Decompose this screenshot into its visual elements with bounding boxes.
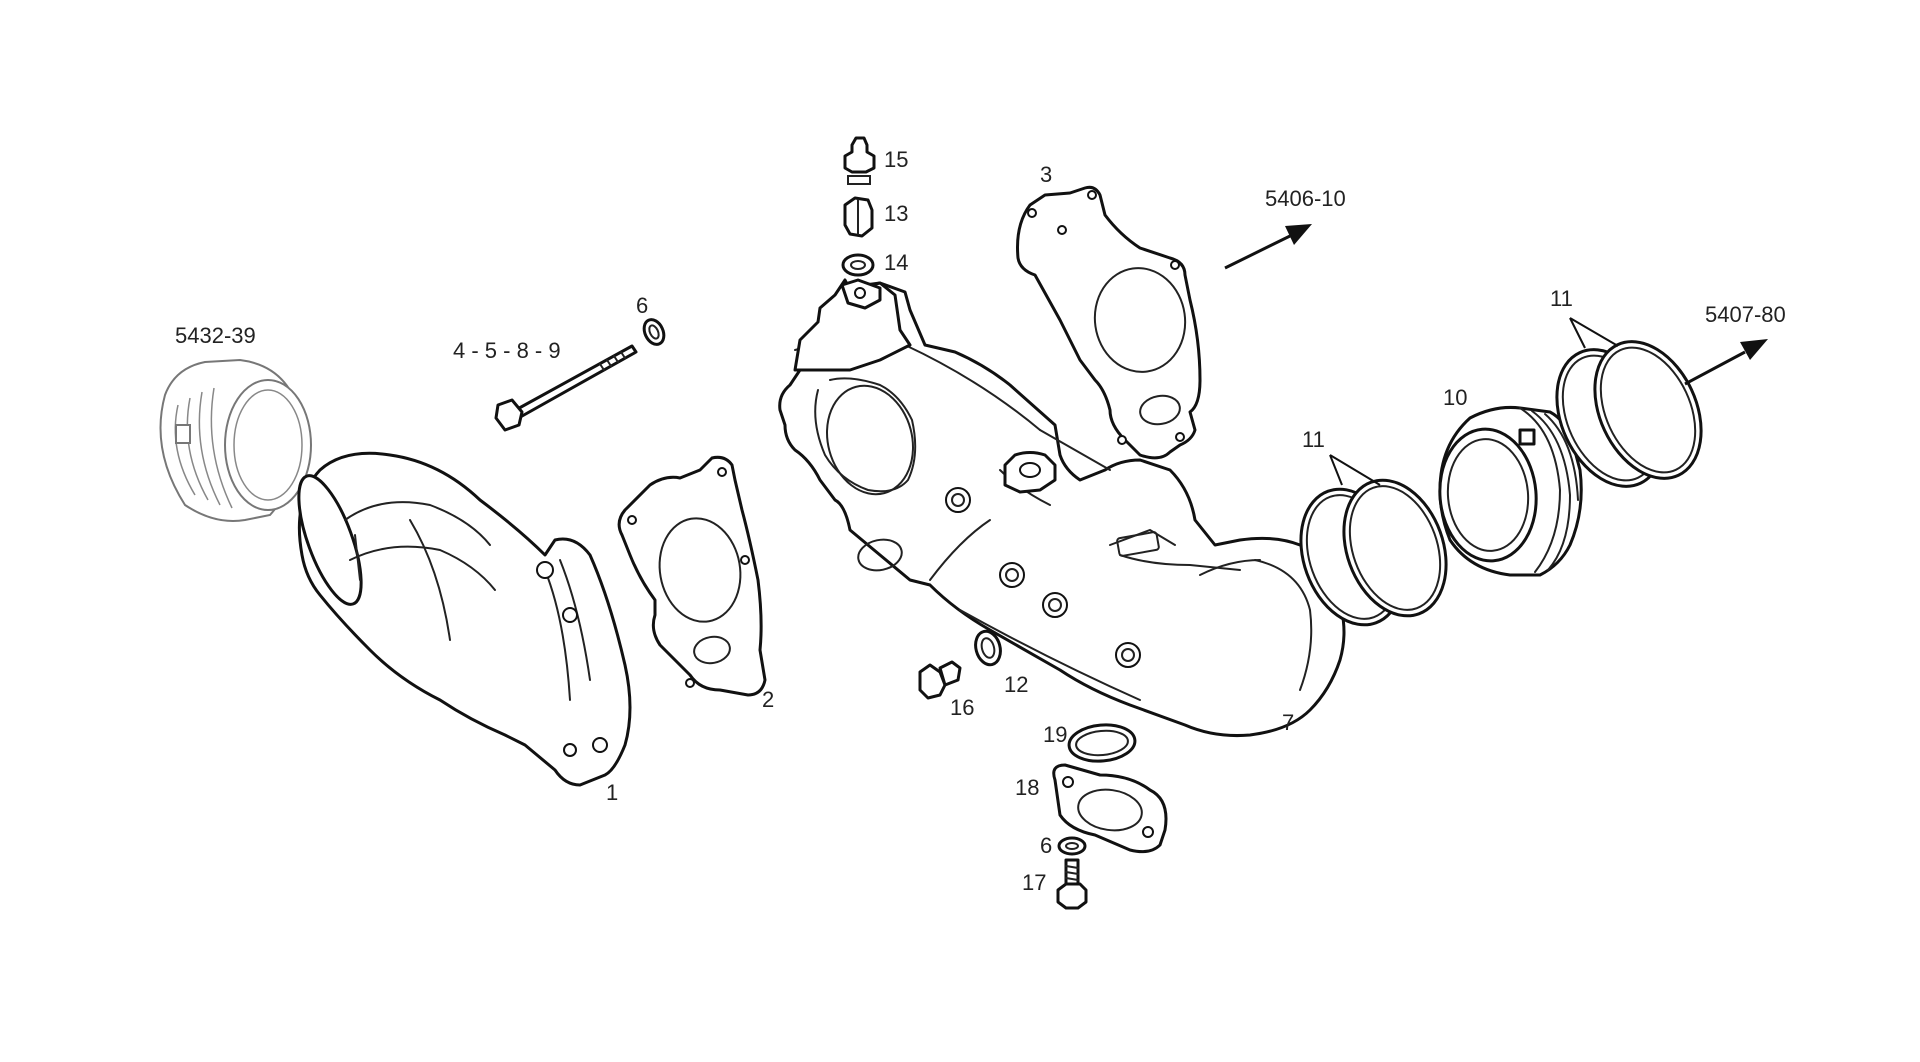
part-11-rings-left (1299, 478, 1448, 627)
part-13-nut (843, 196, 874, 238)
part-10-threaded-connector (1438, 406, 1583, 577)
label-part-17: 17 (1022, 870, 1046, 895)
part-1-elbow-outlet (297, 451, 632, 787)
label-part-14: 14 (884, 250, 908, 275)
part-2-gasket (617, 455, 767, 697)
part-17-bolt (1056, 858, 1088, 910)
label-ref-5406-10: 5406-10 (1265, 186, 1346, 211)
label-part-11-left: 11 (1302, 427, 1325, 452)
arrow-to-5406-10 (1224, 224, 1312, 270)
bolt-4-5-8-9 (494, 344, 638, 432)
arrow-to-5407-80 (1684, 339, 1768, 386)
label-part-15: 15 (884, 147, 908, 172)
top-bracket (793, 278, 912, 372)
leader-lines (1329, 317, 1619, 486)
label-part-11-right: 11 (1550, 286, 1573, 311)
label-part-6-top: 6 (636, 293, 648, 318)
label-part-19: 19 (1043, 722, 1067, 747)
callout-labels: 5432-39 5406-10 5407-80 4 - 5 - 8 - 9 1 … (175, 147, 1786, 895)
label-part-13: 13 (884, 201, 908, 226)
part-19-o-ring (1067, 723, 1137, 763)
label-part-2: 2 (762, 687, 774, 712)
label-part-18: 18 (1015, 775, 1039, 800)
part-5432-39-connector (159, 358, 312, 522)
label-part-16: 16 (950, 695, 974, 720)
label-part-1: 1 (606, 780, 618, 805)
part-15-plug (843, 136, 876, 185)
label-ref-5407-80: 5407-80 (1705, 302, 1786, 327)
label-part-12: 12 (1004, 672, 1028, 697)
part-18-flange-plate (1052, 763, 1168, 854)
label-part-6-bottom: 6 (1040, 833, 1052, 858)
label-part-3: 3 (1040, 162, 1052, 187)
part-14-washer (841, 253, 875, 277)
part-6-washer-bottom (1057, 836, 1087, 856)
label-bolt-set: 4 - 5 - 8 - 9 (453, 338, 561, 363)
label-part-10: 10 (1443, 385, 1467, 410)
part-6-washer-top (642, 318, 666, 346)
part-16-plug (918, 660, 962, 700)
part-3-gasket (1016, 185, 1202, 460)
label-part-7: 7 (1282, 710, 1294, 735)
part-12-seal (974, 629, 1002, 667)
label-ref-5432-39: 5432-39 (175, 323, 256, 348)
